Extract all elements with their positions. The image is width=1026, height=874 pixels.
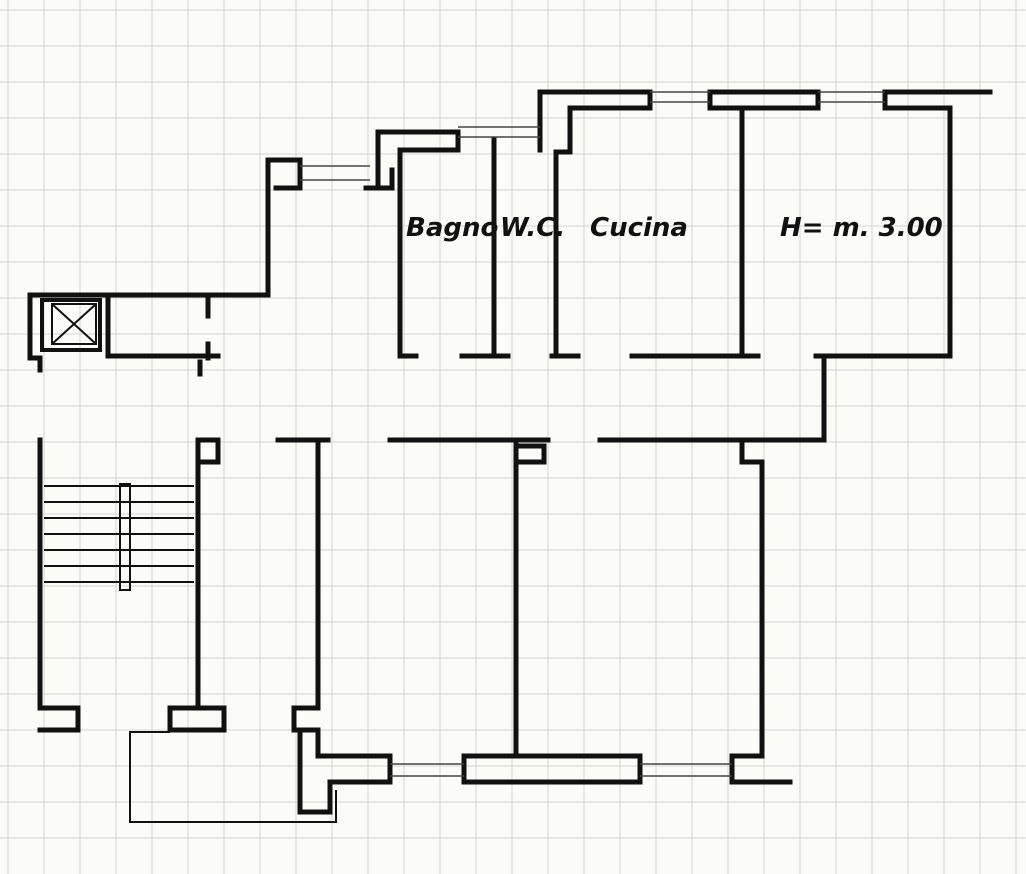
ceiling-height-label: H= m. 3.00 — [780, 213, 943, 243]
wc-label: W.C. — [500, 213, 565, 243]
entrance-outline — [129, 731, 337, 823]
stair-divider — [119, 483, 131, 591]
cucina-label: Cucina — [590, 213, 688, 243]
elevator-shaft-icon — [40, 298, 102, 352]
windows — [300, 91, 885, 777]
walls — [27, 89, 993, 815]
bagno-label: Bagno — [406, 213, 498, 243]
staircase-icon — [44, 483, 194, 591]
